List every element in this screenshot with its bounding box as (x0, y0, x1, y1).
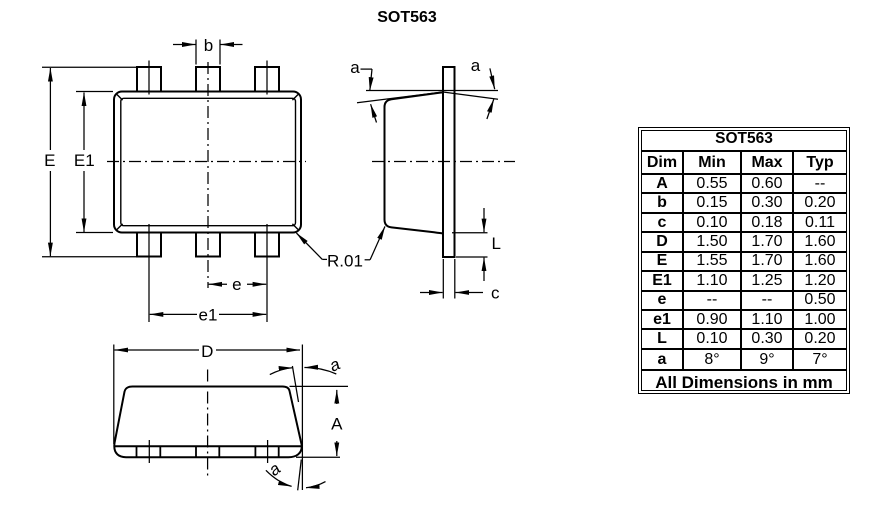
svg-text:a: a (265, 459, 284, 480)
svg-text:E1: E1 (74, 151, 95, 170)
svg-text:A: A (331, 415, 343, 434)
svg-text:D: D (201, 342, 213, 361)
svg-text:e1: e1 (199, 305, 218, 324)
svg-text:c: c (491, 283, 500, 302)
svg-text:L: L (492, 234, 501, 253)
svg-text:e: e (232, 275, 241, 294)
svg-text:a: a (326, 354, 343, 375)
svg-text:E: E (44, 151, 55, 170)
svg-text:b: b (204, 36, 213, 55)
svg-text:R.01: R.01 (327, 252, 363, 271)
svg-text:a: a (350, 58, 360, 77)
svg-text:a: a (471, 56, 481, 75)
